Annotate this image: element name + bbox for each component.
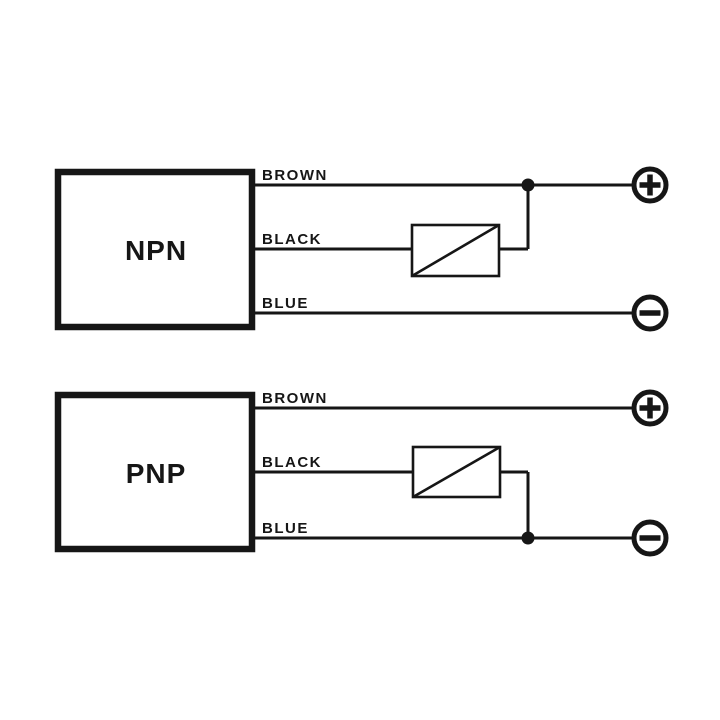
npn-device-label: NPN [125, 235, 187, 266]
npn-sensor-box [54, 168, 256, 331]
npn-junction-dot [521, 178, 535, 192]
pnp-blue-wire-label: BLUE [262, 520, 309, 537]
pnp-black-wire-label: BLACK [262, 454, 322, 471]
pnp-device-label: PNP [126, 458, 187, 489]
pnp-sensor-box [54, 391, 256, 553]
npn-black-wire-label: BLACK [262, 231, 322, 248]
npn-diagram: NPN BROWN BLACK BLUE [54, 166, 669, 332]
npn-brown-wire-label: BROWN [262, 167, 328, 184]
npn-blue-wire-label: BLUE [262, 295, 309, 312]
pnp-diagram: PNP BROWN BLACK BLUE [54, 389, 669, 557]
pnp-load-diagonal [412, 445, 501, 499]
pnp-minus-terminal-icon [631, 519, 669, 557]
npn-load-diagonal [411, 223, 500, 278]
pnp-plus-terminal-icon [631, 389, 669, 427]
pnp-brown-wire-label: BROWN [262, 390, 328, 407]
npn-plus-terminal-icon [631, 166, 669, 204]
npn-minus-terminal-icon [631, 294, 669, 332]
